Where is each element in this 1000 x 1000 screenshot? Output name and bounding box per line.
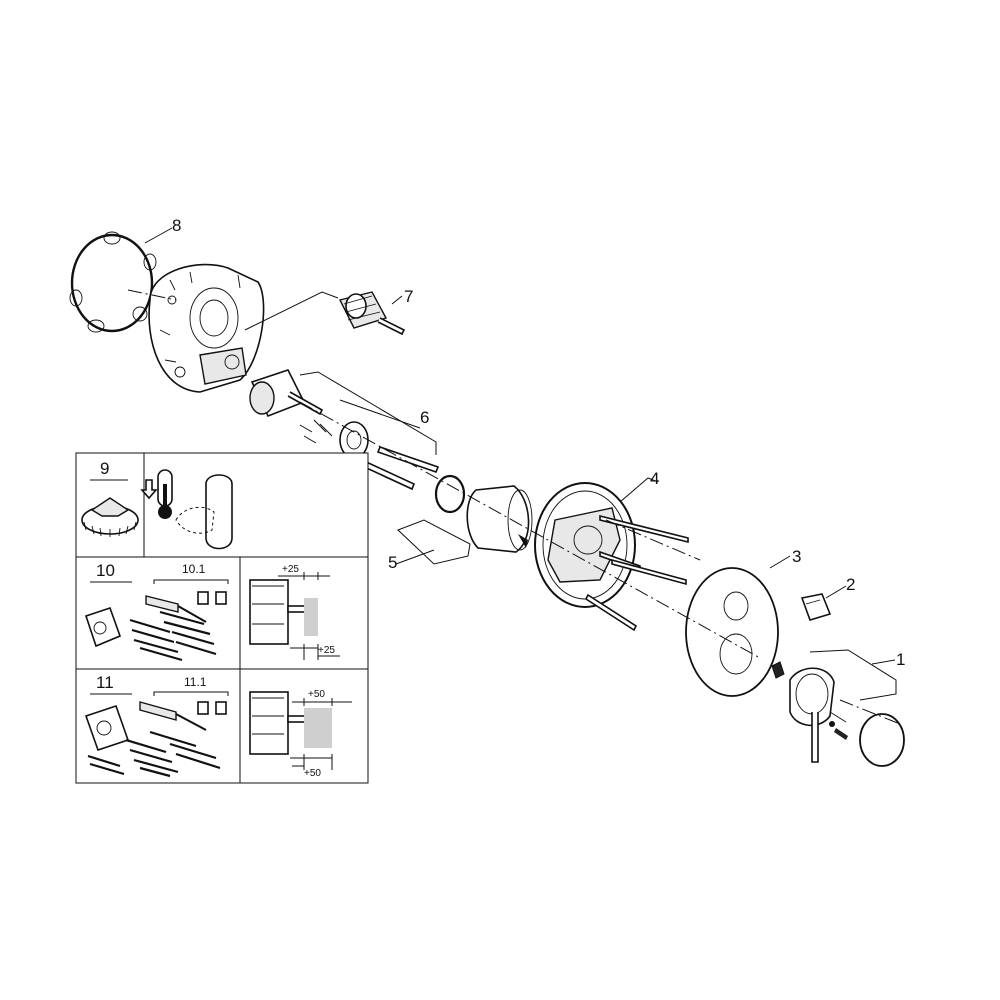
- kit-11-dim-top: +50: [308, 689, 325, 700]
- part-4-plate: [534, 482, 689, 632]
- part-1-handle: [771, 661, 905, 767]
- part-7-cartridge: [338, 291, 406, 336]
- thermo-cell: [140, 469, 233, 550]
- leader-1: [871, 659, 896, 665]
- part-5-sleeve: [434, 474, 533, 553]
- kit-11-cell: 11 11.1: [84, 673, 229, 778]
- axis-handle: [839, 699, 901, 725]
- leader-2: [825, 585, 847, 599]
- bracket-1: [809, 649, 897, 701]
- kit-11-dim-bottom: +50: [304, 768, 321, 779]
- callout-4: 4: [650, 469, 659, 488]
- callout-2: 2: [846, 575, 855, 594]
- kit-10-dim-top: +25: [282, 564, 299, 575]
- assembly-axis: [299, 401, 761, 659]
- callout-8: 8: [172, 216, 181, 235]
- callout-5: 5: [388, 553, 397, 572]
- leader-3: [769, 555, 791, 569]
- callout-1: 1: [896, 650, 905, 669]
- kit-11-label: 11: [96, 673, 114, 692]
- kit-11-sub: 11.1: [184, 675, 207, 689]
- callout-7: 7: [404, 287, 413, 306]
- leader-7: [391, 295, 403, 305]
- callout-3: 3: [792, 547, 801, 566]
- bracket-6: [299, 371, 437, 455]
- kit-10-cell: 10 10.1: [84, 561, 229, 662]
- leader-4: [619, 477, 659, 503]
- part-3-rosette: [685, 567, 779, 697]
- leader-5: [395, 549, 435, 565]
- kit-9-label: 9: [100, 459, 109, 478]
- axis-plate-screws: [605, 519, 701, 561]
- kit-10-label: 10: [96, 561, 115, 580]
- bracket-5: [397, 519, 471, 565]
- kit-11-dimension: +50 +50: [249, 689, 352, 779]
- mounting-body: [148, 263, 265, 393]
- kit-10-sub: 10.1: [182, 562, 206, 576]
- leader-6: [339, 399, 421, 429]
- part-8-gasket: [69, 231, 157, 333]
- leader-8: [144, 227, 173, 244]
- kit-10-dim-bottom: +25: [318, 645, 335, 656]
- kit-9-cell: 9: [81, 459, 139, 537]
- part-2-cap: [800, 593, 832, 621]
- axis-8: [127, 289, 177, 301]
- kit-10-dimension: +25 +25: [249, 564, 340, 660]
- callout-6: 6: [420, 408, 429, 427]
- leader-body-7: [244, 291, 339, 331]
